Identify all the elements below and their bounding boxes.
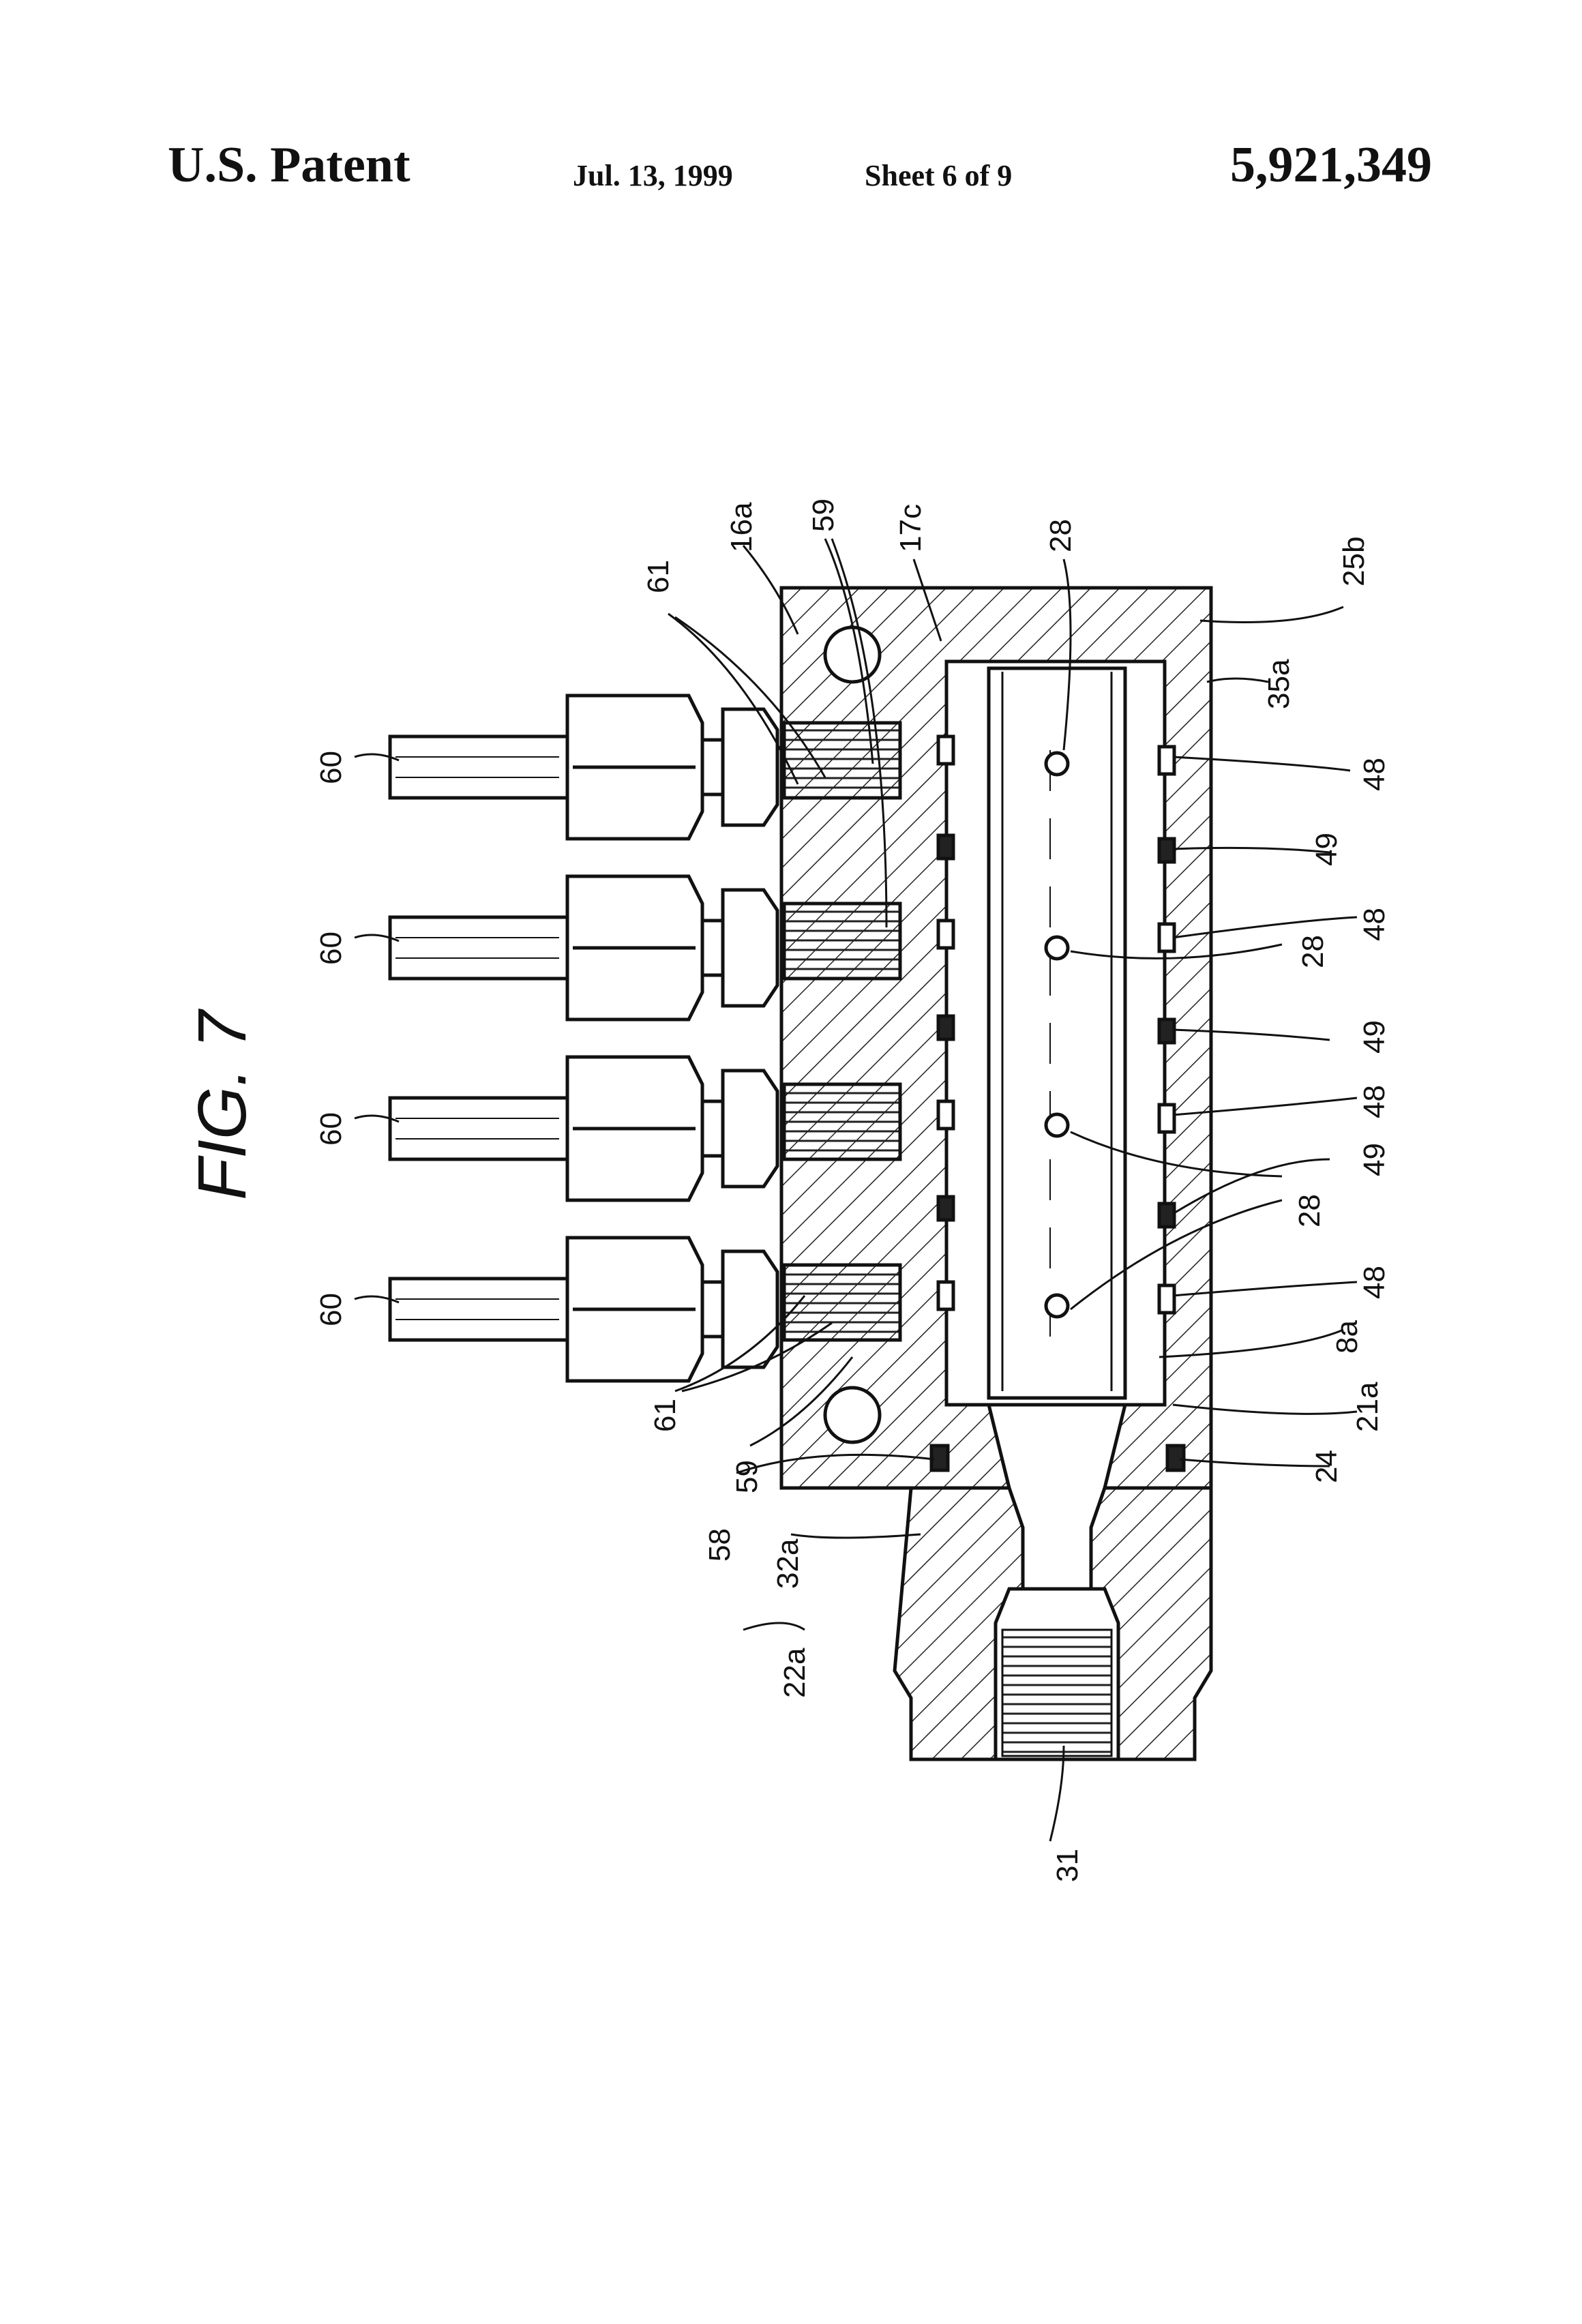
ref-48-3: 48 [1358, 1085, 1391, 1118]
ref-35a: 35a [1262, 659, 1296, 709]
ref-28-2: 28 [1296, 935, 1330, 968]
ref-60-2: 60 [314, 932, 348, 965]
ref-8a: 8a [1330, 1320, 1364, 1354]
ref-24: 24 [1310, 1450, 1343, 1483]
ref-49-2: 49 [1358, 1020, 1391, 1054]
ref-60-1: 60 [314, 751, 348, 784]
ref-59-top: 59 [807, 498, 840, 532]
ref-61-top: 61 [642, 560, 675, 593]
ref-49-1: 49 [1310, 833, 1343, 866]
ref-21a: 21a [1351, 1382, 1384, 1432]
ref-22a: 22a [778, 1648, 811, 1698]
ref-60-4: 60 [314, 1293, 348, 1326]
ref-25b: 25b [1337, 537, 1371, 586]
ref-48-1: 48 [1358, 758, 1391, 791]
ref-58: 58 [703, 1528, 736, 1562]
ref-59-bottom: 59 [730, 1460, 764, 1493]
ref-28-top: 28 [1044, 519, 1077, 552]
ref-60-3: 60 [314, 1112, 348, 1146]
ref-31: 31 [1051, 1849, 1084, 1882]
ref-49-3: 49 [1358, 1143, 1391, 1176]
figure-label: FIG. 7 [184, 1009, 260, 1200]
ref-17c: 17c [894, 504, 927, 552]
ref-28-3: 28 [1293, 1194, 1326, 1227]
ref-32a: 32a [771, 1538, 805, 1589]
ref-48-2: 48 [1358, 908, 1391, 941]
ref-16a: 16a [725, 502, 758, 552]
ref-61-bottom: 61 [648, 1399, 682, 1432]
ref-48-4: 48 [1358, 1266, 1391, 1299]
